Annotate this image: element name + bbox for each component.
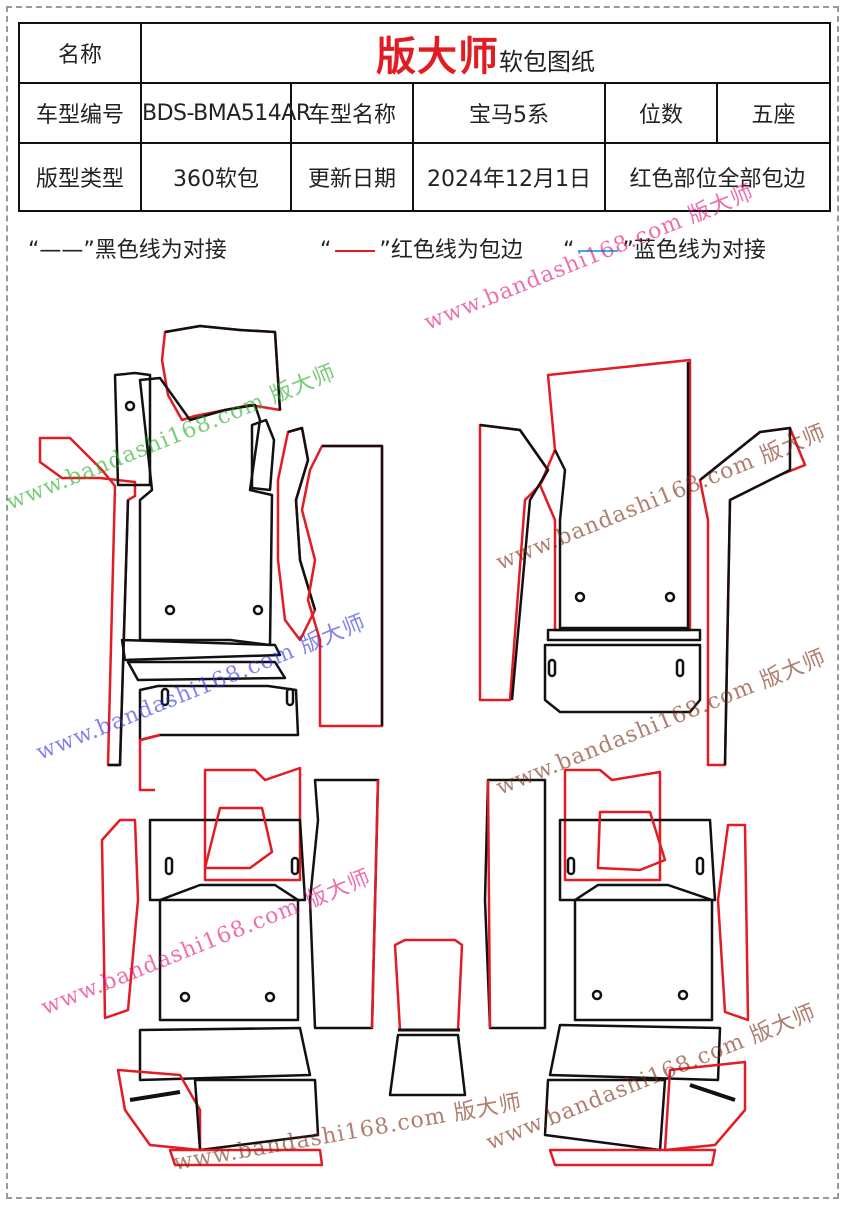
- front-right-mat-group: [478, 358, 807, 767]
- model-code-label: 车型编号: [18, 82, 142, 144]
- watermark-text: www.bandashi168.com 版大师: [172, 1090, 524, 1176]
- pattern-type-label: 版型类型: [18, 142, 142, 212]
- rear-left-side-strip: [100, 818, 140, 1020]
- legend-black: “——”黑色线为对接: [28, 232, 227, 264]
- slot-hole: [566, 856, 576, 876]
- slot-hole: [695, 856, 705, 876]
- inner-pedal-piece: [250, 418, 276, 492]
- update-label: 更新日期: [290, 142, 414, 212]
- rear-right-corner: [663, 1060, 747, 1152]
- clip-hole: [677, 989, 689, 1001]
- watermark-text: www.bandashi168.com 版大师: [483, 1000, 820, 1156]
- watermark-text: www.bandashi168.com 版大师: [421, 180, 758, 336]
- clip-hole: [574, 591, 586, 603]
- model-name-label: 车型名称: [290, 82, 414, 144]
- doc-type: 软包图纸: [499, 48, 596, 76]
- rear-left-window-cut: [203, 806, 274, 870]
- clip-hole: [164, 604, 176, 616]
- tunnel-side-piece: [300, 444, 384, 728]
- watermark-text: www.bandashi168.com 版大师: [493, 645, 830, 801]
- rear-right-top-panel: [563, 768, 662, 882]
- seats-value: 五座: [715, 82, 832, 144]
- clip-hole: [252, 604, 264, 616]
- rear-left-seat-front: [138, 1026, 312, 1082]
- slot-hole: [547, 658, 557, 678]
- legend-blue-text: 蓝色线为对接: [633, 238, 766, 263]
- legend-blue: “”蓝色线为对接: [563, 238, 766, 263]
- rear-left-top-panel: [203, 766, 302, 882]
- legend-red: “”红色线为包边: [320, 238, 523, 263]
- rear-center-tunnel-group: [388, 938, 467, 1097]
- passenger-lower-pad: [543, 643, 702, 714]
- front-left-mat-group: [38, 324, 384, 792]
- slot-hole: [160, 687, 170, 707]
- heel-strip: [120, 638, 282, 662]
- update-date: 2024年12月1日: [412, 142, 606, 212]
- slot-hole: [675, 658, 685, 678]
- brand-title: 版大师: [376, 34, 500, 80]
- rear-left-corner: [116, 1068, 202, 1152]
- rear-right-floor: [573, 883, 714, 1022]
- slot-hole: [164, 856, 174, 876]
- rear-left-floor: [158, 883, 300, 1022]
- driver-mat: [138, 376, 274, 647]
- rear-right-window-cut: [596, 810, 667, 872]
- slot-hole: [285, 687, 295, 707]
- rear-right-tunnel: [483, 778, 547, 1030]
- pattern-type: 360软包: [140, 142, 292, 212]
- passenger-heel-bar: [546, 628, 702, 642]
- legend-black-text: “——”黑色线为对接: [28, 238, 227, 263]
- clip-hole: [664, 591, 676, 603]
- title-cell: 版大师软包图纸: [139, 22, 832, 84]
- clip-hole: [264, 991, 276, 1003]
- info-table: 名称 版大师软包图纸 车型编号 BDS-BMA514AR 车型名称 宝马5系 位…: [18, 22, 832, 212]
- passenger-mat: [538, 358, 692, 632]
- edge-note: 红色部位全部包边: [603, 142, 832, 212]
- page-border: [6, 6, 839, 1199]
- clip-hole: [124, 400, 136, 412]
- rear-left-mat-group: [100, 766, 380, 1167]
- center-hump-lower: [388, 1033, 467, 1097]
- clip-hole: [179, 991, 191, 1003]
- rear-right-mat-group: [483, 768, 750, 1167]
- center-hump: [393, 938, 464, 1032]
- clip-hole: [591, 989, 603, 1001]
- rear-right-side-strip: [716, 823, 750, 1022]
- seats-label: 位数: [604, 82, 718, 144]
- watermark-text: www.bandashi168.com 版大师: [493, 420, 830, 576]
- rocker-piece: [113, 371, 152, 487]
- rear-right-seat-front: [548, 1023, 722, 1082]
- legend-red-text: 红色线为包边: [390, 238, 523, 263]
- model-code: BDS-BMA514AR: [140, 82, 311, 144]
- model-name: 宝马5系: [412, 82, 606, 144]
- heel-strip-2: [126, 660, 287, 682]
- name-label: 名称: [18, 22, 142, 84]
- red-line-swatch: [335, 250, 376, 252]
- watermark-text: www.bandashi168.com 版大师: [38, 865, 375, 1021]
- slot-hole: [290, 856, 300, 876]
- blue-line-swatch: [578, 250, 619, 252]
